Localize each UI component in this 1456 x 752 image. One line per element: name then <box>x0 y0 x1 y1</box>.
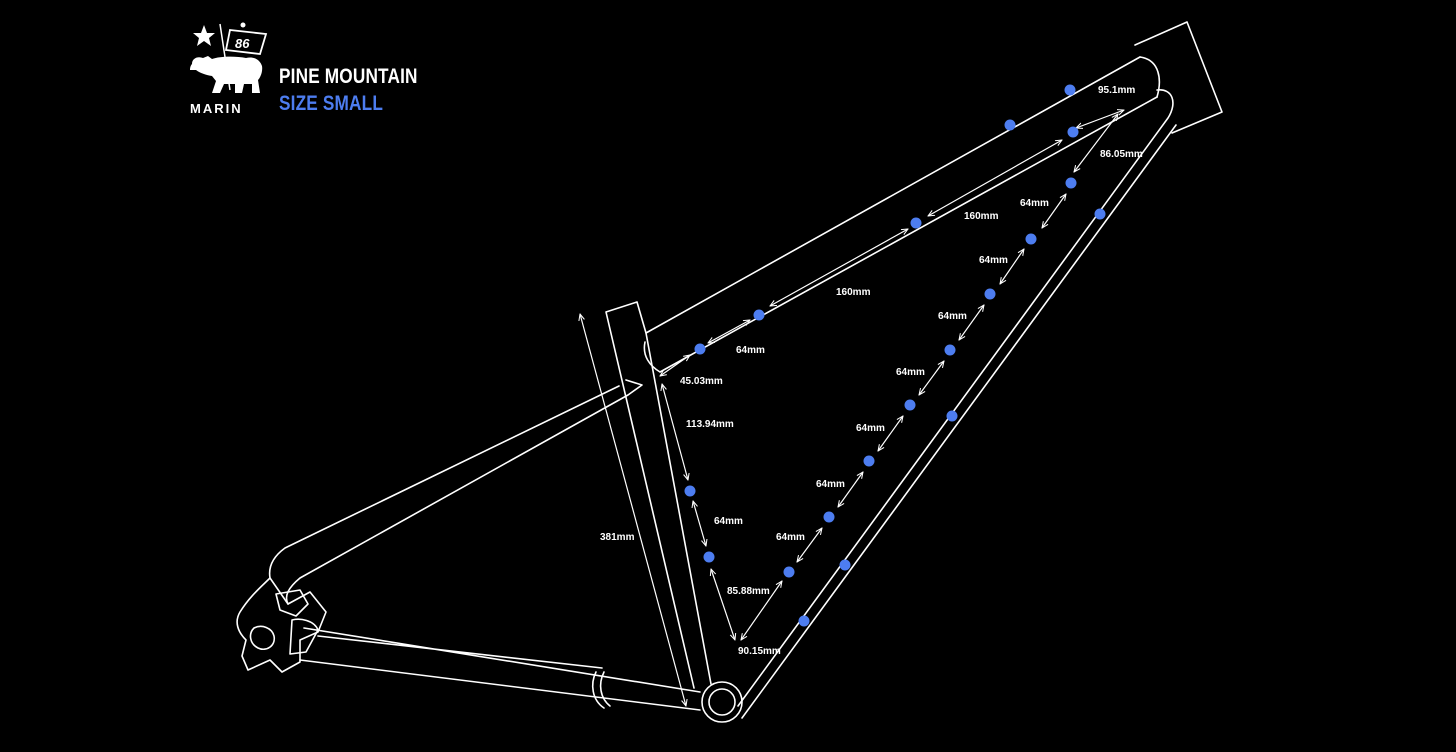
brand-block: 86 MARIN PINE MOUNTAIN SIZE SMALL <box>186 20 446 120</box>
dim-label-toptube-upper: 160mm <box>964 211 999 222</box>
mount-point <box>863 455 875 467</box>
dim-label-downtube-spacing: 64mm <box>1020 198 1049 209</box>
dim-label-downtube-spacing: 64mm <box>776 532 805 543</box>
mount-point <box>984 288 996 300</box>
arrow-86 <box>1074 114 1118 172</box>
dim-label-toptube-spacing: 64mm <box>736 345 765 356</box>
chain-stay <box>299 627 701 711</box>
mount-point <box>904 399 916 411</box>
dim-label-downtube-head-gap: 86.05mm <box>1100 149 1143 160</box>
head-tube <box>1134 21 1223 134</box>
bottom-bracket-inner <box>708 688 736 716</box>
svg-text:86: 86 <box>235 36 250 51</box>
arrow-64-dt-1 <box>1042 194 1066 228</box>
mount-point <box>1067 126 1079 138</box>
arrow-64-toptube <box>708 320 750 343</box>
frame-size-label: SIZE SMALL <box>279 92 384 115</box>
dim-label-seattube-upper: 113.94mm <box>686 419 734 430</box>
dim-label-downtube-spacing: 64mm <box>896 367 925 378</box>
arrow-113 <box>662 384 688 480</box>
dimension-arrows <box>580 110 1124 706</box>
mount-point <box>1064 84 1076 96</box>
mount-point <box>1094 208 1106 220</box>
arrow-64-dt-7 <box>797 528 822 562</box>
dropout-mount <box>275 589 319 655</box>
flag-icon: 86 <box>219 22 268 91</box>
bottom-bracket-outer <box>701 681 743 723</box>
arrow-64-dt-2 <box>1000 249 1024 284</box>
mount-point <box>1025 233 1037 245</box>
dropout <box>236 577 327 673</box>
star-icon <box>193 25 215 46</box>
mount-point <box>910 217 922 229</box>
dim-label-bb-gap: 90.15mm <box>738 646 781 657</box>
dim-label-downtube-spacing: 64mm <box>938 311 967 322</box>
bike-model-title: PINE MOUNTAIN <box>279 65 418 88</box>
arrow-64-dt-3 <box>959 305 984 340</box>
arrow-45 <box>660 355 690 376</box>
mount-point <box>839 559 851 571</box>
dim-label-downtube-spacing: 64mm <box>979 255 1008 266</box>
mount-point <box>823 511 835 523</box>
mount-point <box>1065 177 1077 189</box>
top-tube-lower-edge <box>643 96 1158 373</box>
marin-wordmark: MARIN <box>190 101 243 116</box>
arrow-64-dt-6 <box>838 472 863 507</box>
dim-label-downtube-spacing: 64mm <box>816 479 845 490</box>
arrow-160-lower <box>770 229 908 306</box>
mount-point <box>944 344 956 356</box>
mount-point <box>694 343 706 355</box>
arrow-160-upper <box>928 140 1062 216</box>
dim-label-seat-tube-length: 381mm <box>600 532 635 543</box>
arrow-64-seattube <box>693 501 706 546</box>
mount-point <box>753 309 765 321</box>
marin-logo: 86 <box>190 22 268 93</box>
dim-label-downtube-spacing: 64mm <box>856 423 885 434</box>
mount-point <box>783 566 795 578</box>
down-tube <box>737 89 1177 719</box>
dim-label-seattube-lower: 85.88mm <box>727 586 770 597</box>
dropout-hanger <box>249 625 276 651</box>
dim-label-seat-cluster: 45.03mm <box>680 376 723 387</box>
arrow-90 <box>741 581 782 640</box>
top-tube-head-junction <box>1139 56 1161 98</box>
seat-stay <box>268 379 643 605</box>
mount-point <box>1004 119 1016 131</box>
mount-point <box>798 615 810 627</box>
seat-tube <box>605 301 712 689</box>
dim-label-toptube-lower: 160mm <box>836 287 871 298</box>
bear-icon <box>190 56 263 93</box>
dim-label-seattube-spacing: 64mm <box>714 516 743 527</box>
mount-point <box>946 410 958 422</box>
dimension-labels: 95.1mm 86.05mm 160mm 160mm 64mm 45.03mm … <box>600 85 1143 657</box>
arrow-381 <box>580 314 686 706</box>
arrow-64-dt-4 <box>919 361 944 395</box>
top-tube-upper-edge <box>645 56 1141 334</box>
dim-label-headtube-top-gap: 95.1mm <box>1098 85 1135 96</box>
mount-point <box>684 485 696 497</box>
mount-point <box>703 551 715 563</box>
arrow-64-dt-5 <box>878 416 903 451</box>
arrow-85 <box>711 569 735 640</box>
mount-points <box>684 84 1106 627</box>
